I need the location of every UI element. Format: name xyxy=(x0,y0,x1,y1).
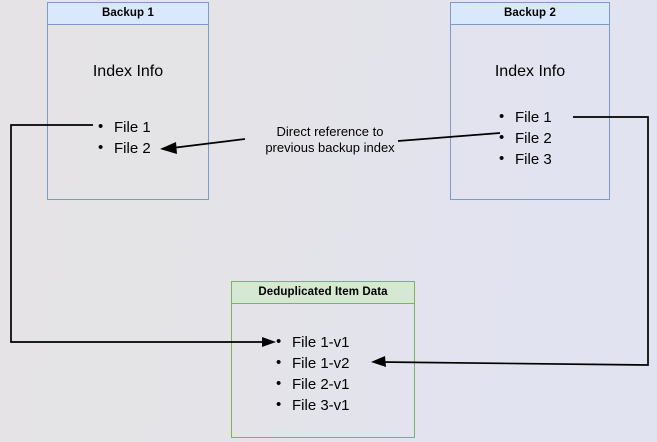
deduplicated-item-data-header: Deduplicated Item Data xyxy=(232,282,414,304)
caption-line-1: Direct reference to xyxy=(276,124,384,139)
list-item[interactable]: File 3 xyxy=(499,148,552,170)
backup-2-file-list: File 1 File 2 File 3 xyxy=(499,106,552,170)
backup-2-body: Index Info File 1 File 2 File 3 xyxy=(451,25,609,199)
list-item[interactable]: File 3-v1 xyxy=(276,394,350,416)
list-item[interactable]: File 1 xyxy=(98,116,151,138)
caption-line-2: previous backup index xyxy=(265,140,395,155)
list-item[interactable]: File 2-v1 xyxy=(276,373,350,395)
deduplicated-item-data-body: File 1-v1 File 1-v2 File 2-v1 File 3-v1 xyxy=(232,304,414,437)
backup-2-header: Backup 2 xyxy=(451,3,609,25)
deduplicated-item-data-box[interactable]: Deduplicated Item Data File 1-v1 File 1-… xyxy=(231,281,415,438)
list-item[interactable]: File 2 xyxy=(98,137,151,159)
backup-1-index-label: Index Info xyxy=(92,63,164,80)
list-item[interactable]: File 1 xyxy=(499,106,552,128)
list-item[interactable]: File 1-v1 xyxy=(276,331,350,353)
dedup-item-list: File 1-v1 File 1-v2 File 2-v1 File 3-v1 xyxy=(276,331,350,416)
backup-2-index-label: Index Info xyxy=(494,63,566,80)
list-item[interactable]: File 2 xyxy=(499,127,552,149)
backup-1-header: Backup 1 xyxy=(48,3,208,25)
list-item[interactable]: File 1-v2 xyxy=(276,352,350,374)
backup-1-file-list: File 1 File 2 xyxy=(98,116,151,159)
direct-reference-caption: Direct reference to previous backup inde… xyxy=(247,124,413,156)
backup-2-box[interactable]: Backup 2 Index Info File 1 File 2 File 3 xyxy=(450,2,610,200)
backup-1-body: Index Info File 1 File 2 xyxy=(48,25,208,199)
backup-1-box[interactable]: Backup 1 Index Info File 1 File 2 xyxy=(47,2,209,200)
